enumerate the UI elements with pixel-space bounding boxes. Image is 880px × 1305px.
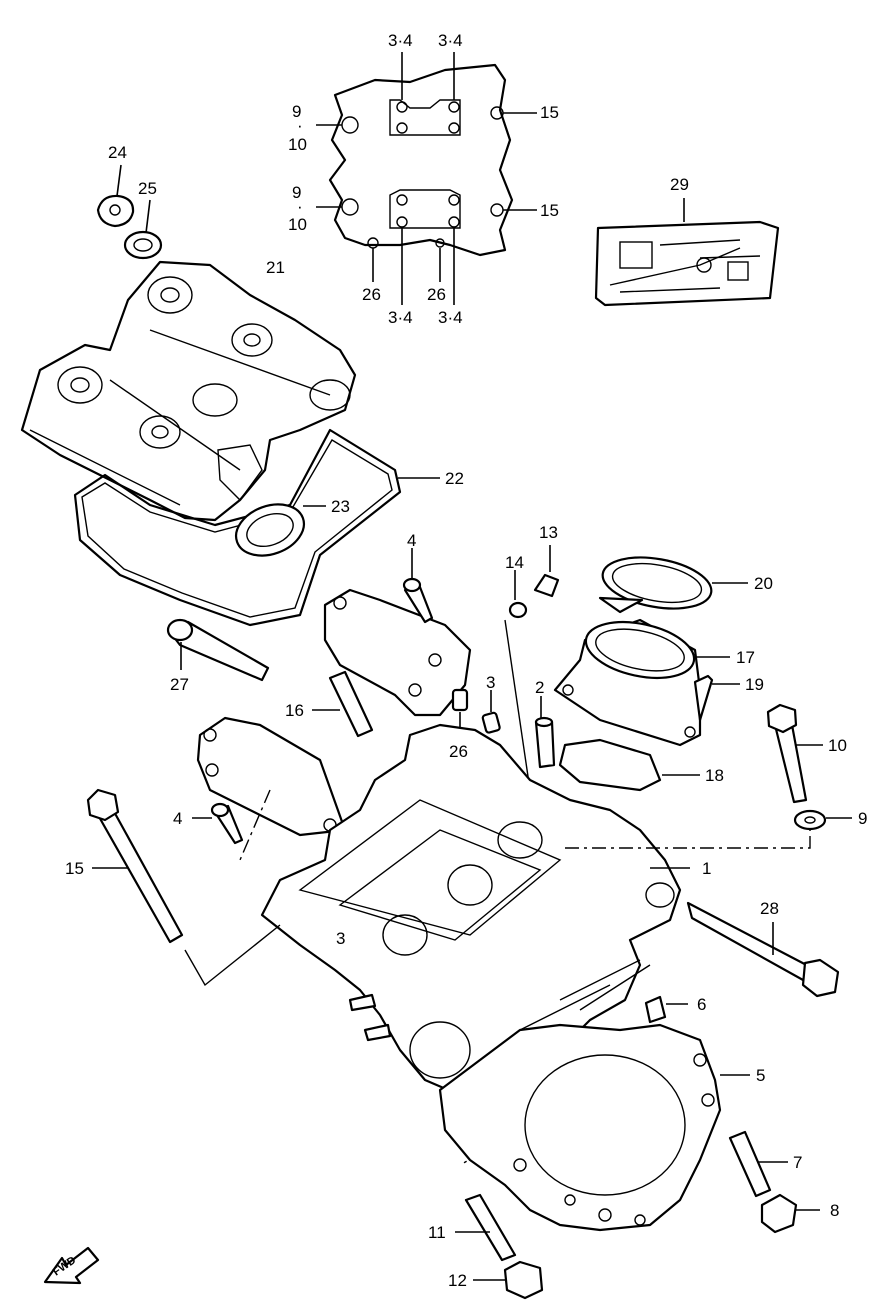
callout-3-b: 3 [336, 929, 345, 948]
cylinder-head [260, 723, 690, 1097]
callout-3-a: 3 [486, 673, 495, 692]
callout-16: 16 [285, 701, 304, 720]
warning-label-part [594, 198, 780, 307]
centerline-15 [184, 924, 281, 987]
callout-15-c: 15 [65, 859, 84, 878]
callout-19: 19 [745, 675, 764, 694]
callout-24: 24 [108, 143, 127, 162]
callout-5: 5 [756, 1066, 765, 1085]
callout-10-c: 10 [828, 736, 847, 755]
callout-20: 20 [754, 574, 773, 593]
callout-1: 1 [702, 859, 711, 878]
callout-2: 2 [535, 678, 544, 697]
plug-seal [235, 503, 326, 557]
callout-13: 13 [539, 523, 558, 542]
callout-21: 21 [266, 258, 285, 277]
callout-17: 17 [736, 648, 755, 667]
callout-18: 18 [705, 766, 724, 785]
forward-arrow-icon: FWD [43, 1246, 100, 1285]
callout-27: 27 [170, 675, 189, 694]
tightening-sequence-inset [316, 52, 537, 305]
bolt-15 [86, 788, 184, 944]
centerline-9 [565, 830, 811, 849]
callout-6: 6 [697, 995, 706, 1014]
callout-14: 14 [505, 553, 524, 572]
callout-26-b: 26 [427, 285, 446, 304]
stud-7 [728, 1130, 820, 1234]
callout-8: 8 [830, 1201, 839, 1220]
callout-dot-b: · [297, 197, 303, 216]
cam-housing-lower [192, 716, 347, 845]
callout-4-b: 4 [173, 809, 182, 828]
callout-15-b: 15 [540, 201, 559, 220]
callout-9-b: 9 [292, 183, 301, 202]
callout-26-a: 26 [362, 285, 381, 304]
cover-gasket [73, 428, 440, 627]
stud-11 [455, 1193, 544, 1300]
dowel-6 [644, 995, 688, 1024]
bolt-10 [766, 703, 852, 831]
callout-11: 11 [428, 1223, 446, 1242]
cap-and-seal [96, 164, 163, 260]
callout-23: 23 [331, 497, 350, 516]
intake-pipe [553, 556, 748, 792]
centerline-4 [239, 789, 271, 861]
plug-13-14 [504, 545, 560, 791]
head-cover [20, 260, 357, 522]
callout-9-c: 9 [858, 809, 867, 828]
bolt-28 [686, 901, 840, 998]
callout-10-a: 10 [288, 135, 307, 154]
callout-34-c: 3·4 [388, 308, 413, 327]
callout-29: 29 [670, 175, 689, 194]
head-gasket [438, 1023, 750, 1232]
callout-7: 7 [793, 1153, 802, 1172]
callout-labels: 3·4 3·4 9 · 10 15 9 · 10 15 26 26 3·4 3·… [65, 31, 867, 1290]
callout-9-a: 9 [292, 102, 301, 121]
callout-15-a: 15 [540, 103, 559, 122]
callout-12: 12 [448, 1271, 467, 1290]
callout-34-d: 3·4 [438, 308, 463, 327]
fitting-2 [534, 696, 556, 769]
callout-26-c: 26 [449, 742, 468, 761]
callout-34-a: 3·4 [388, 31, 413, 50]
callout-10-b: 10 [288, 215, 307, 234]
callout-25: 25 [138, 179, 157, 198]
callout-28: 28 [760, 899, 779, 918]
callout-22: 22 [445, 469, 464, 488]
oil-jet-16 [312, 670, 374, 738]
callout-4-a: 4 [407, 531, 416, 550]
callout-34-b: 3·4 [438, 31, 463, 50]
callout-dot-a: · [297, 116, 303, 135]
bolt-27 [166, 618, 270, 682]
